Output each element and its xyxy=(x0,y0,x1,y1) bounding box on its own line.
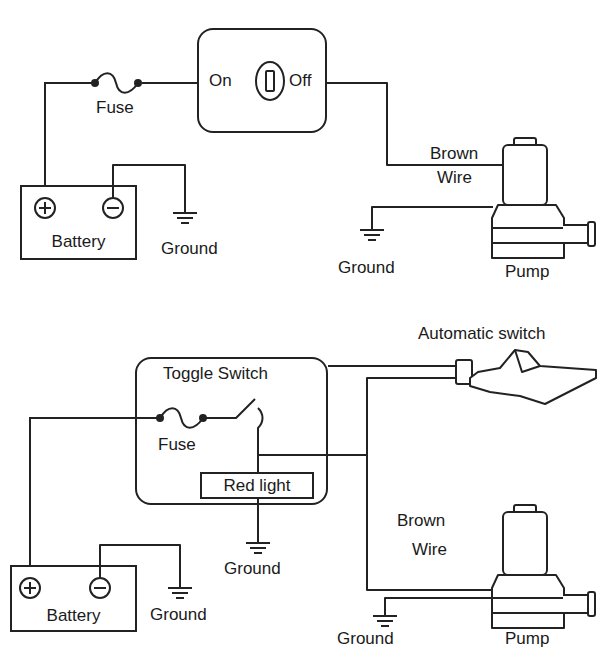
fuse-label: Fuse xyxy=(158,436,196,455)
float-switch-wire xyxy=(328,365,458,367)
battery-terminals xyxy=(35,198,123,218)
ground-label: Ground xyxy=(150,606,207,625)
float-switch-wire xyxy=(367,378,458,455)
float-switch-illustration xyxy=(456,350,596,404)
ground-symbol xyxy=(173,205,197,223)
ground-label: Ground xyxy=(224,560,281,579)
wire-label: Brown xyxy=(397,512,445,531)
ground-symbol xyxy=(373,608,397,626)
supply-wire xyxy=(135,417,157,419)
supply-wire xyxy=(45,83,197,185)
toggle-switch-symbol xyxy=(203,399,263,472)
brown-wire xyxy=(327,83,505,165)
wire-label: Wire xyxy=(437,169,472,188)
indicator-label: Red light xyxy=(202,477,312,496)
ground-symbol xyxy=(246,535,270,553)
ground-symbol xyxy=(360,222,384,240)
rocker-switch xyxy=(256,62,284,100)
ground-wire xyxy=(257,497,259,535)
wire-label: Wire xyxy=(412,541,447,560)
pump-label: Pump xyxy=(505,630,549,649)
ground-symbol xyxy=(168,580,192,598)
panel-heading: Toggle Switch xyxy=(163,365,268,384)
ground-label: Ground xyxy=(338,259,395,278)
ground-wire xyxy=(385,598,493,608)
wire-label: Brown xyxy=(430,145,478,164)
ground-label: Ground xyxy=(161,240,218,259)
red-light-box: Red light xyxy=(200,472,314,499)
switch-position: On xyxy=(209,72,232,91)
fuse-label: Fuse xyxy=(96,99,134,118)
switch-label: Automatic switch xyxy=(418,325,546,344)
pump-illustration xyxy=(492,138,595,258)
battery-label: Battery xyxy=(22,233,135,252)
pump-label: Pump xyxy=(505,263,549,282)
battery-box: Battery xyxy=(10,565,137,632)
ground-label: Ground xyxy=(337,630,394,649)
pump-illustration xyxy=(492,505,595,628)
fuse-symbol xyxy=(92,72,142,94)
ground-wire xyxy=(372,207,493,222)
toggle-switch-panel: Toggle SwitchRed light xyxy=(135,357,328,505)
ground-wire xyxy=(100,545,180,580)
battery-label: Battery xyxy=(12,607,135,626)
switch-position: Off xyxy=(289,72,311,91)
fuse-symbol xyxy=(157,408,206,428)
battery-box: Battery xyxy=(20,185,137,260)
switch-panel: On Off xyxy=(197,28,327,133)
battery-terminals xyxy=(20,578,110,598)
supply-wire xyxy=(30,418,135,565)
